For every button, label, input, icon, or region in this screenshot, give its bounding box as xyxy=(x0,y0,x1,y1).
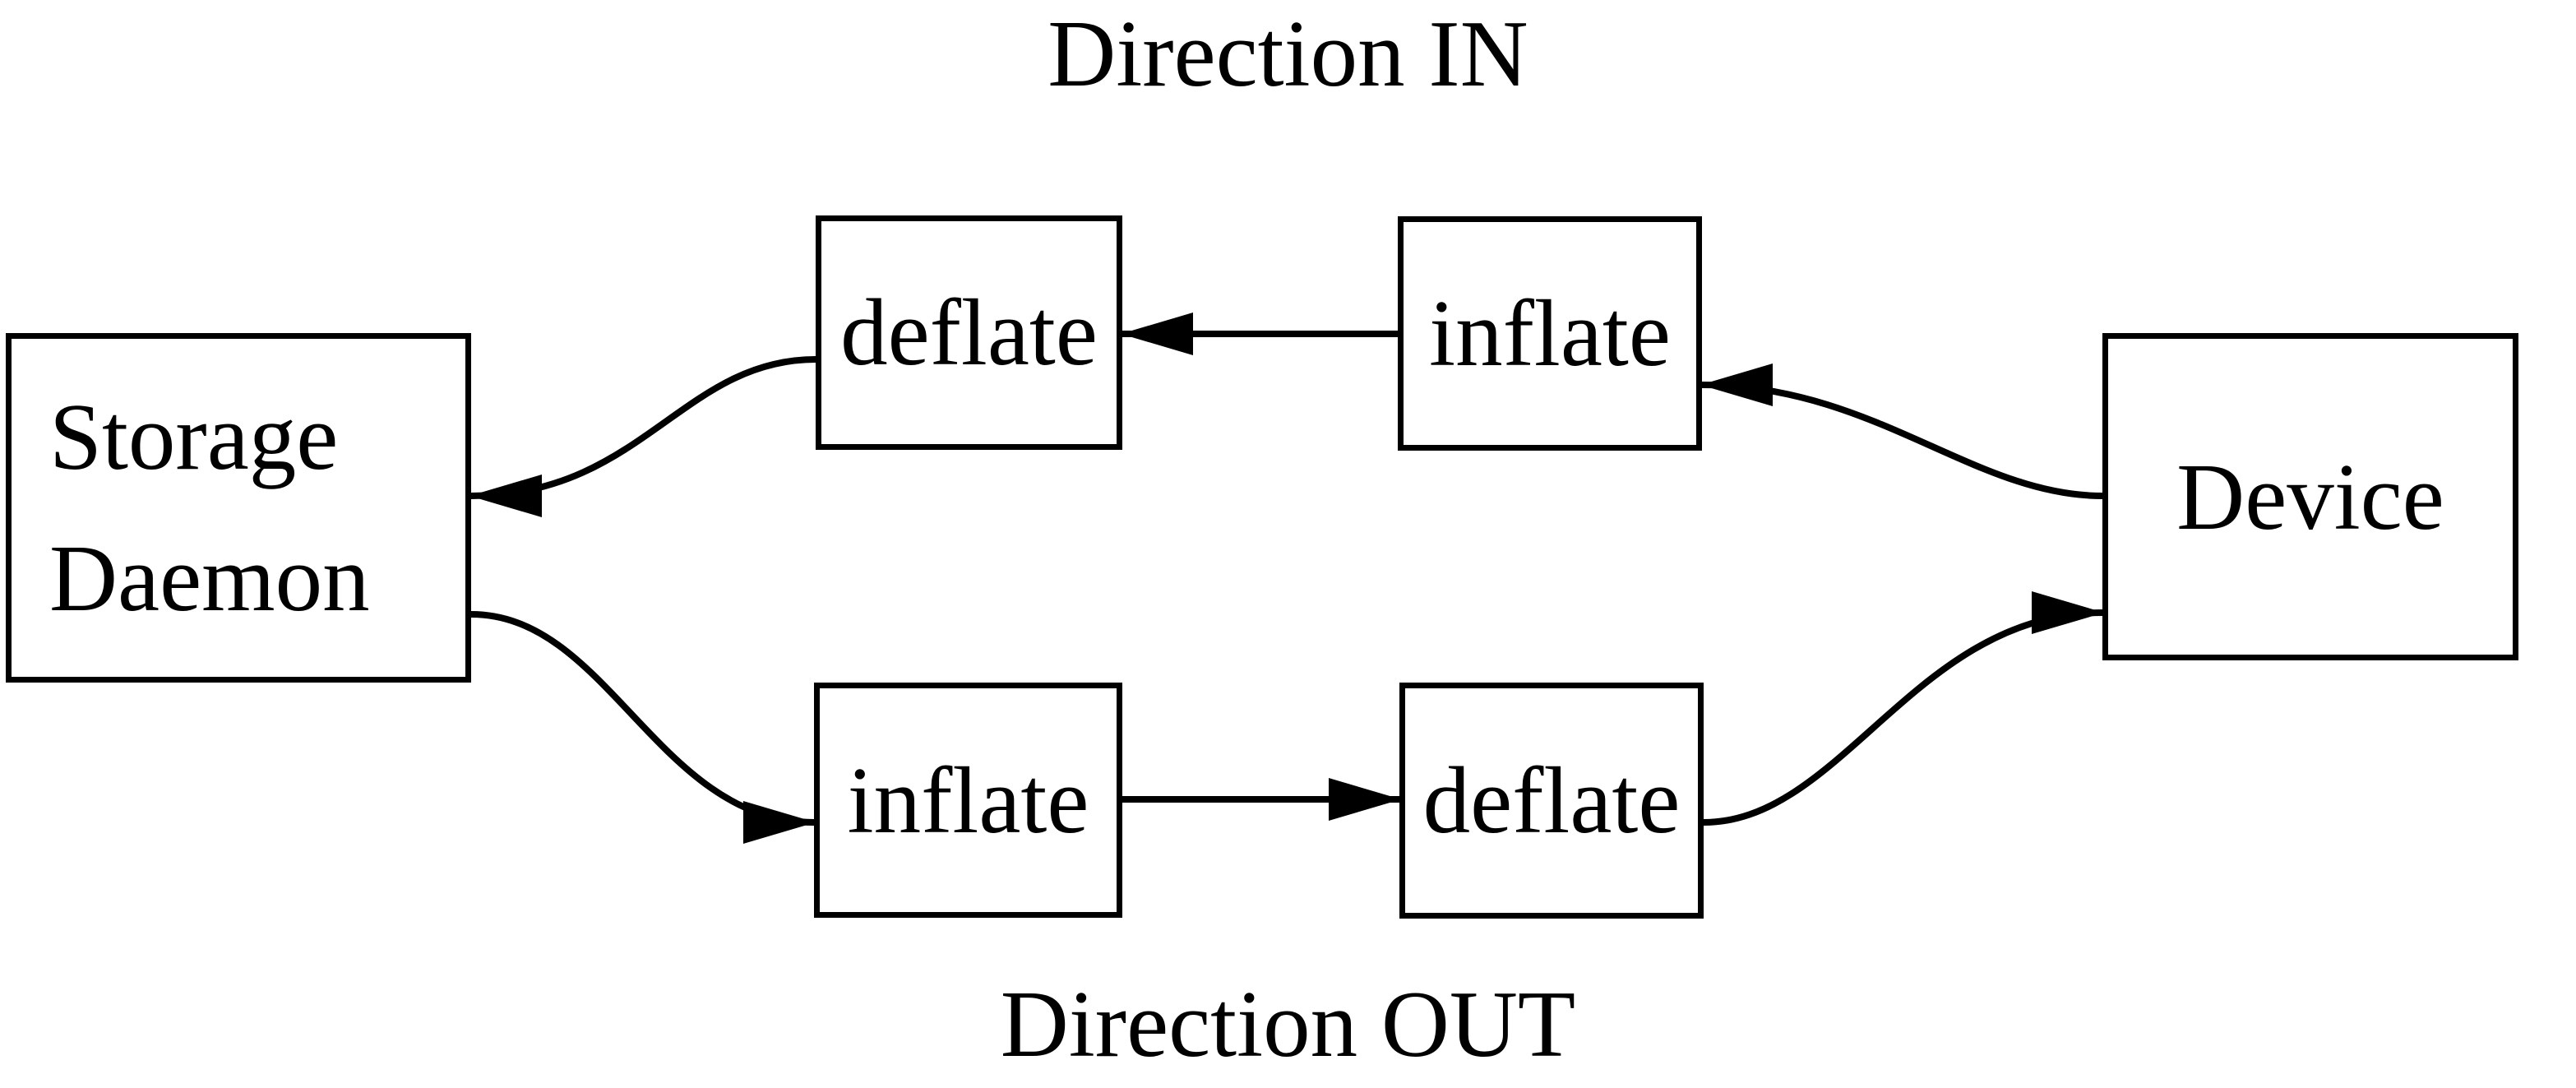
storage-daemon-label-line2: Daemon xyxy=(49,525,370,631)
node-inflate-in: inflate xyxy=(1398,216,1702,451)
inflate-in-label: inflate xyxy=(1429,281,1671,386)
edge-deflate-in-to-storage-daemon xyxy=(469,356,816,517)
edge-device-to-inflate-in xyxy=(1700,363,2103,499)
title-direction-in: Direction IN xyxy=(1048,2,1528,106)
node-device: Device xyxy=(2102,333,2518,660)
storage-daemon-label: Storage Daemon xyxy=(12,367,370,650)
inflate-out-label: inflate xyxy=(847,748,1089,853)
node-inflate-out: inflate xyxy=(814,683,1122,918)
edge-storage-daemon-to-inflate-out xyxy=(470,611,816,844)
node-deflate-out: deflate xyxy=(1399,683,1704,919)
device-label: Device xyxy=(2176,444,2444,549)
title-direction-out: Direction OUT xyxy=(1000,972,1576,1076)
deflate-out-label: deflate xyxy=(1422,748,1681,853)
deflate-in-label: deflate xyxy=(840,280,1098,385)
node-storage-daemon: Storage Daemon xyxy=(6,333,471,683)
node-deflate-in: deflate xyxy=(816,215,1122,450)
storage-daemon-label-line1: Storage xyxy=(49,384,339,489)
edge-deflate-out-to-device xyxy=(1703,591,2104,826)
